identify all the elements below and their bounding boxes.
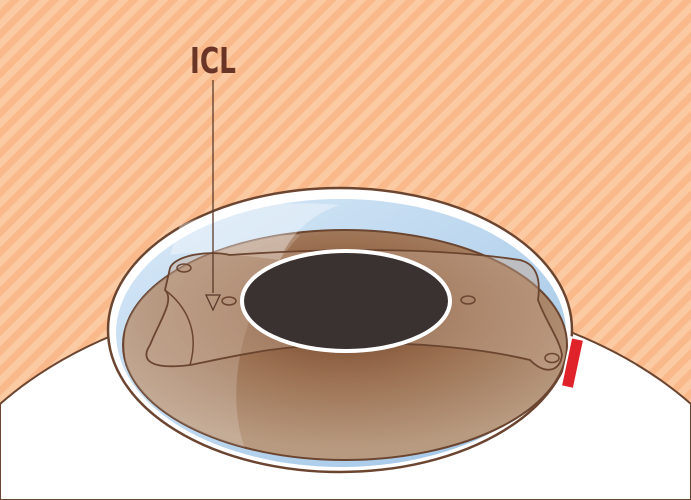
pupil [240, 249, 452, 353]
icl-label: ICL [190, 41, 236, 82]
icl-hole [221, 296, 237, 306]
icl-hole [176, 263, 192, 273]
pointer-arrow-icon [204, 294, 222, 312]
icl-hole [544, 352, 560, 364]
icl-hole [460, 295, 476, 305]
incision-mark [559, 336, 586, 391]
icl-haptic-curve [164, 289, 194, 366]
